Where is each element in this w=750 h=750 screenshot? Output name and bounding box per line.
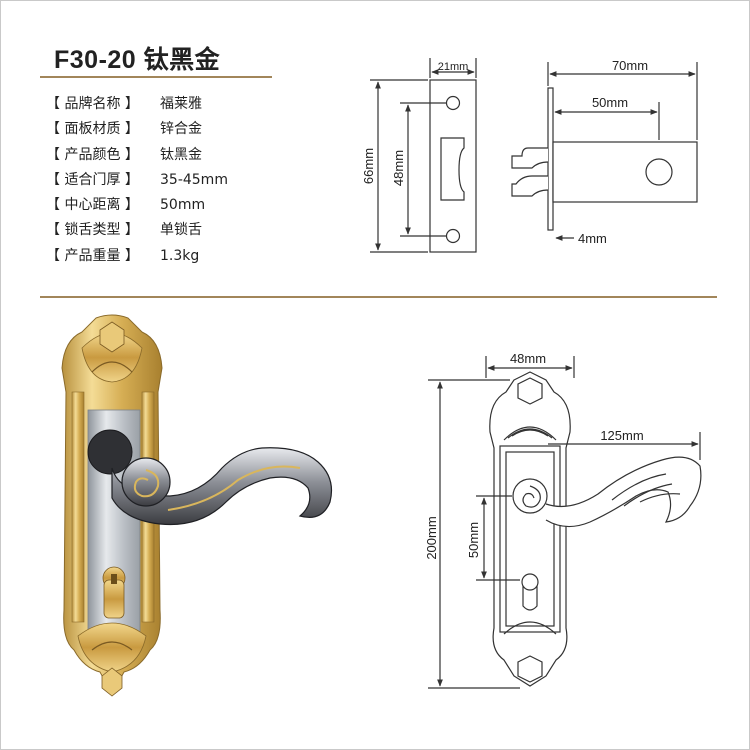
strike-screw-hole-bottom (445, 228, 461, 244)
keyhole (111, 574, 117, 584)
lever-detail (611, 473, 681, 507)
strike-plate-outline (429, 79, 477, 253)
product-title: F30-20 钛黑金 (54, 40, 220, 76)
crest-hex-bottom (101, 667, 123, 697)
crest-shell-bottom (91, 641, 133, 651)
spec-row-color: 【 产品颜色 】 钛黑金 (46, 143, 228, 168)
panel-inner-frame (499, 445, 561, 633)
handle-line-drawing (428, 356, 702, 689)
crest-shell-top (91, 361, 133, 373)
latch-drawing (511, 62, 698, 241)
spec-row-brand: 【 品牌名称 】 福莱雅 (46, 92, 228, 117)
spec-value: 福莱雅 (160, 96, 202, 112)
spec-key: 【 适合门厚 】 (46, 171, 139, 188)
spec-key: 【 中心距离 】 (46, 197, 139, 214)
latch-length-label: 70mm (612, 58, 648, 73)
backset-label: 50mm (592, 95, 628, 110)
spec-key: 【 面板材质 】 (46, 121, 139, 138)
spec-key: 【 产品重量 】 (46, 247, 139, 264)
strike-plate-drawing (370, 58, 477, 253)
cylinder-outline-body (522, 586, 538, 611)
title-underline (40, 76, 272, 78)
panel-hex-bottom (517, 655, 543, 683)
crest-hex-top (99, 321, 125, 353)
latch-tongue-bottom (511, 175, 549, 197)
latch-body (552, 141, 698, 203)
strike-height-label: 66mm (361, 148, 376, 184)
center-distance-label: 50mm (466, 522, 481, 558)
strike-screw-hole-top (445, 95, 461, 111)
spec-row-weight: 【 产品重量 】 1.3kg (46, 244, 228, 269)
strike-screw-spacing-label: 48mm (391, 150, 406, 186)
backplate-crest-bottom (77, 622, 147, 673)
latch-tongue-top (511, 147, 549, 169)
latch-spindle-hole (645, 158, 673, 186)
rose-outline (512, 478, 548, 514)
panel-shell-top (503, 426, 557, 441)
section-divider (40, 296, 717, 298)
latch-faceplate (547, 87, 554, 231)
strike-latch-opening (440, 137, 465, 201)
spec-value: 钛黑金 (160, 146, 202, 163)
strike-width-label: 21mm (438, 61, 469, 73)
panel-shell-detail (507, 428, 553, 439)
faceplate-thickness-label: 4mm (578, 231, 607, 246)
rose-scroll (522, 485, 541, 508)
spec-key: 【 产品颜色 】 (46, 146, 139, 163)
lock-product-photo (61, 314, 333, 697)
handle-length-label: 125mm (600, 428, 643, 443)
spec-key: 【 品牌名称 】 (46, 96, 139, 112)
panel-hex-top (517, 377, 543, 405)
spec-value: 50mm (160, 197, 206, 214)
spec-key: 【 锁舌类型 】 (46, 222, 139, 239)
handle-scroll (121, 457, 171, 507)
handle-rose (87, 429, 133, 475)
cylinder-outline-top (521, 573, 539, 591)
spec-value: 35-45mm (160, 171, 228, 188)
backplate-rail-left (71, 391, 85, 623)
spec-value: 1.3kg (160, 247, 200, 264)
product-finish: 钛黑金 (143, 46, 221, 74)
handle-scroll-trim (133, 469, 160, 498)
spec-list: 【 品牌名称 】 福莱雅 【 面板材质 】 锌合金 【 产品颜色 】 钛黑金 【 适合… (46, 92, 228, 269)
spec-value: 锌合金 (160, 121, 202, 138)
spec-row-latch-type: 【 锁舌类型 】 单锁舌 (46, 218, 228, 243)
handle-gold-trim (167, 465, 301, 511)
spec-row-door-thickness: 【 适合门厚 】 35-45mm (46, 168, 228, 193)
spec-row-material: 【 面板材质 】 锌合金 (46, 117, 228, 142)
product-model: F30-20 (54, 46, 137, 74)
panel-width-label: 48mm (510, 351, 546, 366)
panel-inner-inset (505, 451, 555, 627)
panel-shell-bottom (503, 621, 557, 635)
panel-outline (489, 371, 571, 687)
spec-value: 单锁舌 (160, 222, 202, 239)
key-cylinder-body (103, 579, 125, 619)
spec-row-center-distance: 【 中心距离 】 50mm (46, 193, 228, 218)
panel-height-label: 200mm (424, 516, 439, 559)
